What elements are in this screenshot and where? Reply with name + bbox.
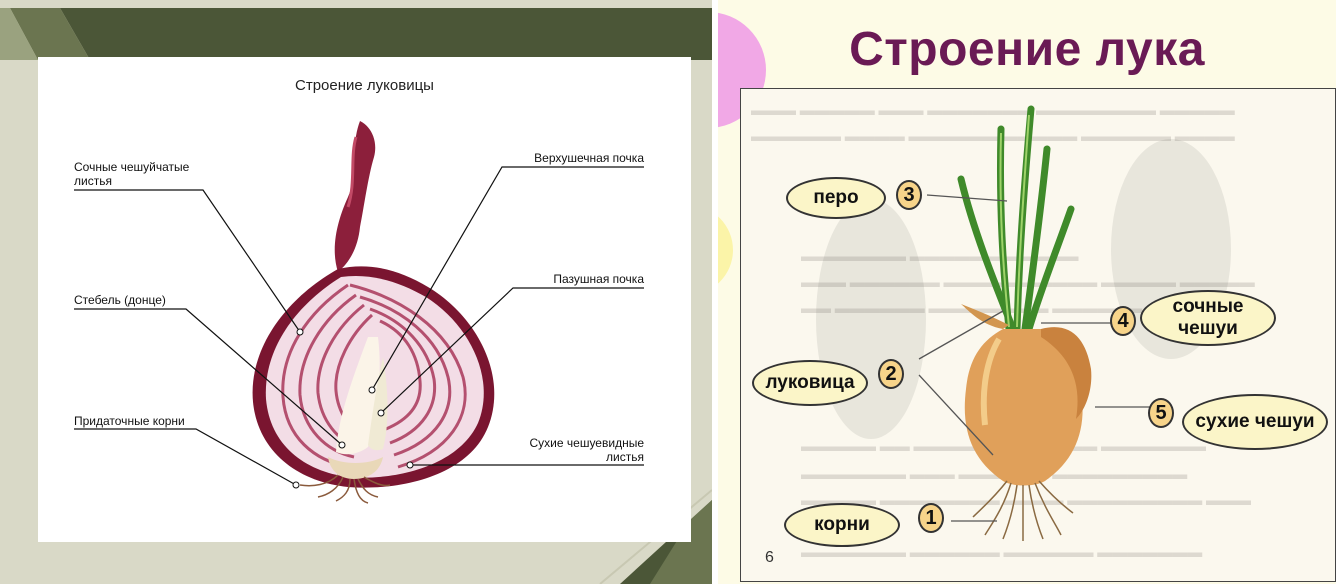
- right-title: Строение лука: [718, 22, 1336, 77]
- label-dry-leaves: Сухие чешуевидные листья: [518, 436, 644, 464]
- label-succulent-leaves: Сочные чешуйчатые листья: [74, 160, 224, 188]
- label-apical-bud: Верхушечная почка: [498, 151, 644, 165]
- callout-number-4: 4: [1110, 306, 1136, 336]
- callout-number-2: 2: [878, 359, 904, 389]
- callout-label-roots: корни: [784, 503, 900, 547]
- onion-diagram-card: Строение луковицы: [38, 57, 691, 542]
- callout-label-dry-scales: сухие чешуи: [1182, 394, 1328, 450]
- left-slide: Строение луковицы: [0, 0, 712, 584]
- roots: [973, 481, 1073, 541]
- label-stem: Стебель (донце): [74, 293, 234, 307]
- right-slide: Строение лука ▬▬▬ ▬▬▬▬▬ ▬▬▬ ▬▬▬▬▬▬▬ ▬▬▬▬…: [718, 0, 1336, 584]
- onion-leaves: [961, 109, 1071, 329]
- callout-number-1: 1: [918, 503, 944, 533]
- callout-label-bulb: луковица: [752, 360, 868, 406]
- page-number: 6: [765, 549, 774, 567]
- callout-number-5: 5: [1148, 398, 1174, 428]
- label-axillary-bud: Пазушная почка: [498, 272, 644, 286]
- callout-number-3: 3: [896, 180, 922, 210]
- callout-label-succulent-scales: сочные чешуи: [1140, 290, 1276, 346]
- label-adventitious-roots: Придаточные корни: [74, 414, 234, 428]
- callout-label-pero: перо: [786, 177, 886, 219]
